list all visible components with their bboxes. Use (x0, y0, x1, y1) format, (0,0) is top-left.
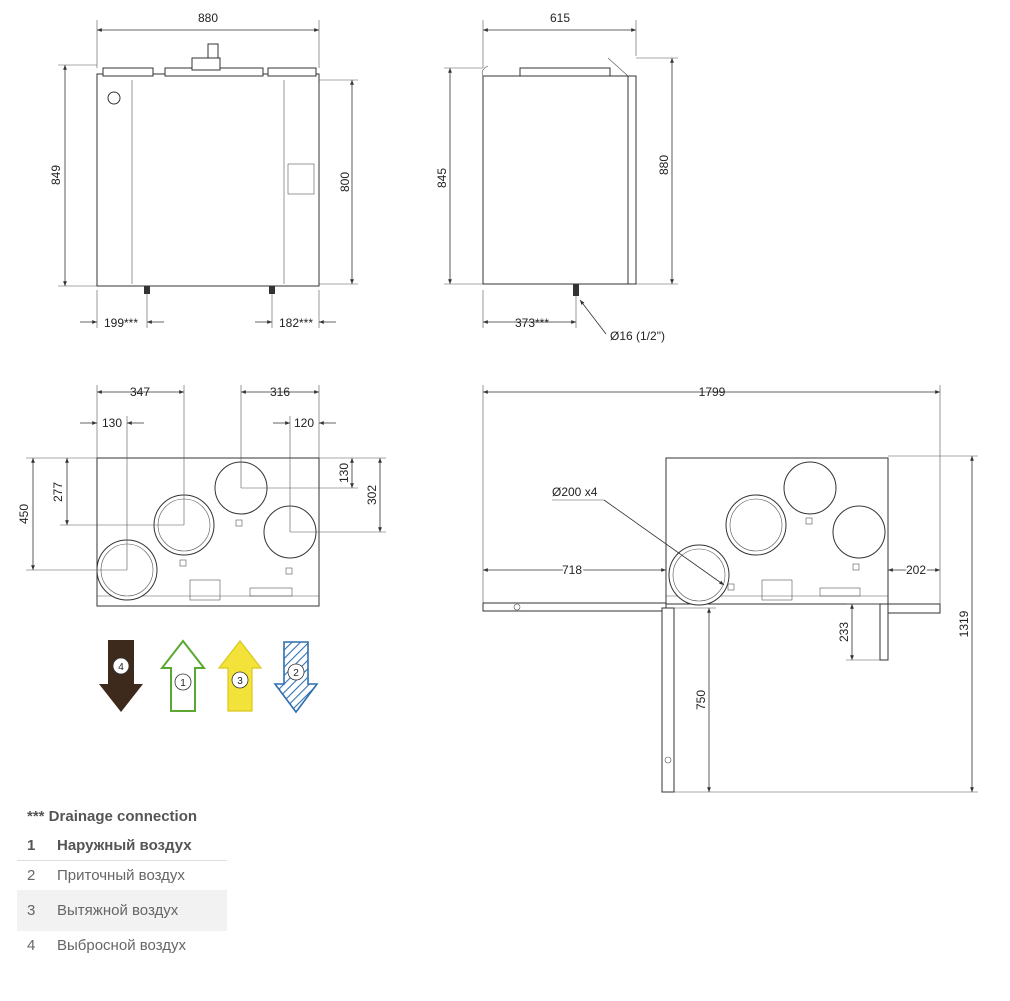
svg-text:1: 1 (180, 678, 186, 689)
svg-text:2: 2 (293, 668, 299, 679)
dim-plan-1319: 1319 (957, 610, 971, 637)
dim-plan-202: 202 (906, 563, 926, 577)
legend-text: Вытяжной воздух (57, 902, 179, 919)
legend-num: 4 (27, 937, 36, 954)
top-view: 347 316 130 120 277 450 130 302 (17, 385, 386, 607)
dim-front-width: 880 (198, 11, 218, 25)
dim-top-316: 316 (270, 385, 290, 399)
svg-text:3: 3 (237, 676, 243, 687)
legend-text: Наружный воздух (57, 837, 192, 854)
dim-front-inner-height: 800 (338, 172, 352, 192)
dim-side-height-total: 880 (657, 155, 671, 175)
flow-arrow-4: 4 (99, 640, 143, 712)
flow-arrow-2: 2 (273, 641, 319, 714)
technical-drawing: 880 849 800 199*** 182*** 615 (17, 11, 978, 793)
legend-note: *** Drainage connection (27, 808, 198, 825)
dim-top-302: 302 (365, 485, 379, 505)
legend-num: 3 (27, 902, 36, 919)
legend-num: 2 (27, 867, 36, 884)
legend-row-4: 4 Выбросной воздух (17, 931, 227, 960)
legend-text: Приточный воздух (57, 867, 185, 884)
dim-side-width: 615 (550, 11, 570, 25)
dim-front-height: 849 (49, 165, 63, 185)
svg-text:4: 4 (118, 662, 124, 673)
dim-plan-1799: 1799 (699, 385, 726, 399)
front-view: 880 849 800 199*** 182*** (49, 11, 358, 330)
dim-plan-233: 233 (837, 622, 851, 642)
dim-plan-750: 750 (694, 690, 708, 710)
dim-plan-duct-diameter: Ø200 x4 (552, 485, 598, 499)
legend-row-2: 2 Приточный воздух (17, 861, 227, 890)
legend-row-1: 1 Наружный воздух (17, 831, 227, 861)
dim-front-drain-right: 182*** (279, 316, 313, 330)
dim-front-drain-left: 199*** (104, 316, 138, 330)
dim-top-277: 277 (51, 482, 65, 502)
side-view: 615 845 880 373*** Ø16 (1/2") (435, 11, 678, 343)
dim-top-450: 450 (17, 504, 31, 524)
dim-plan-718: 718 (562, 563, 582, 577)
dim-side-drain: 373*** (515, 316, 549, 330)
flow-arrow-1: 1 (159, 639, 207, 712)
dim-side-drain-diameter: Ø16 (1/2") (610, 329, 665, 343)
plan-view: 1799 Ø200 x4 718 202 233 750 1319 (482, 385, 978, 793)
dim-top-130-left: 130 (102, 416, 122, 430)
dim-top-120: 120 (294, 416, 314, 430)
legend-num: 1 (27, 837, 36, 854)
dim-top-347: 347 (130, 385, 150, 399)
legend-text: Выбросной воздух (57, 937, 187, 954)
brand-logo-icon (107, 91, 121, 105)
flow-arrow-3: 3 (217, 640, 263, 712)
legend: *** Drainage connection 1 Наружный возду… (17, 802, 227, 960)
flow-arrows: 4 1 3 2 (99, 639, 319, 714)
legend-row-3: 3 Вытяжной воздух (17, 890, 227, 931)
dim-top-130-right: 130 (337, 463, 351, 483)
dim-side-height: 845 (435, 168, 449, 188)
